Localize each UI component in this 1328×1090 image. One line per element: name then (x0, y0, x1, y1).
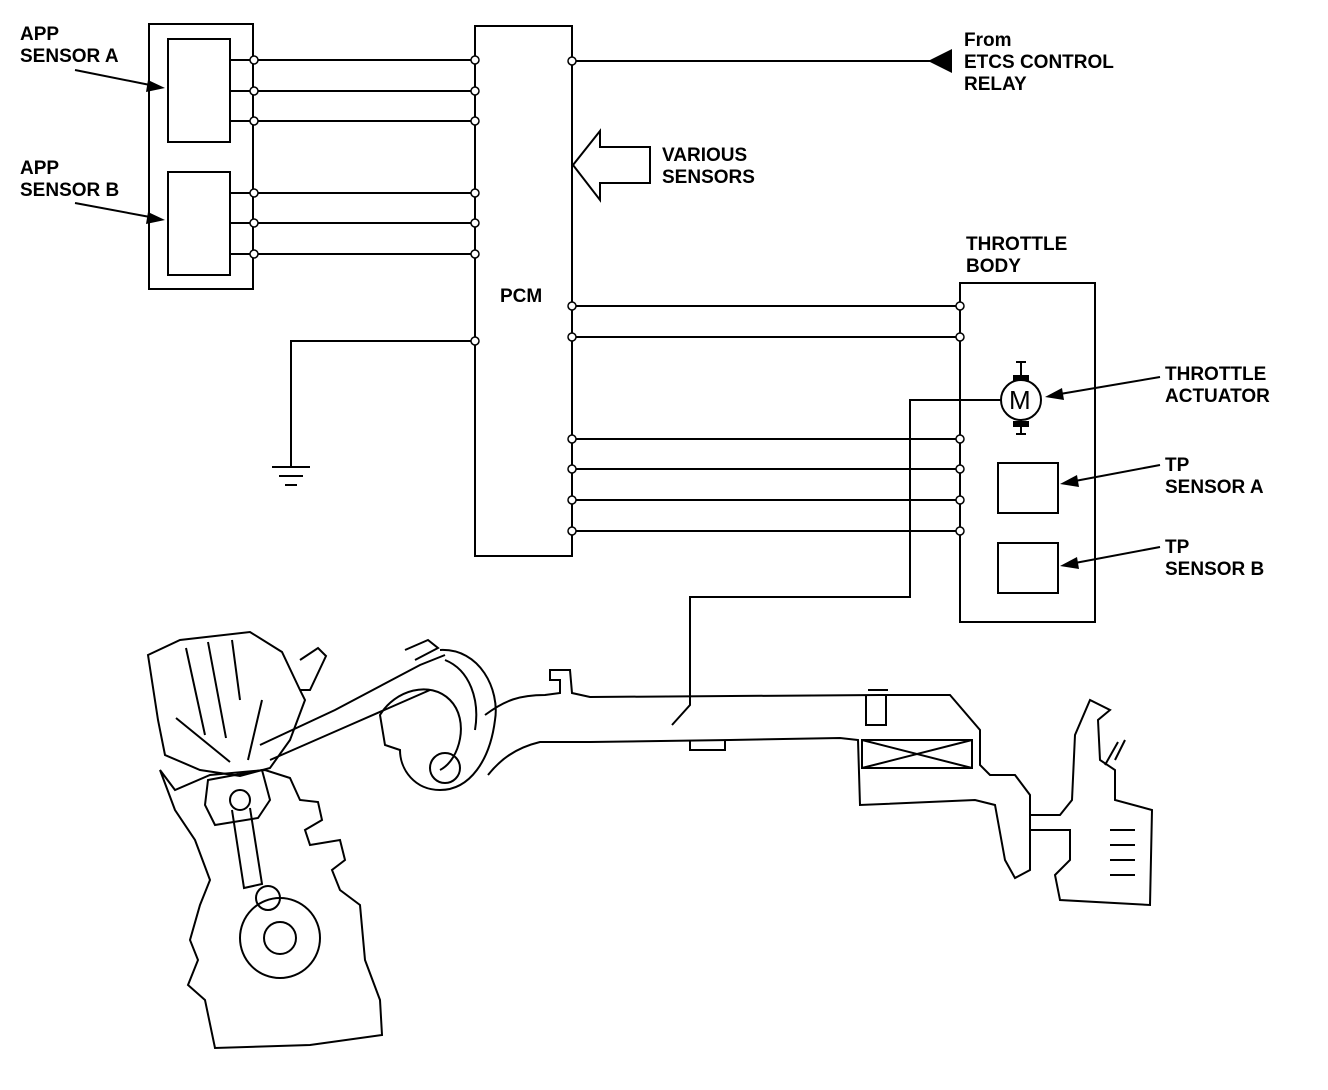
app-sensor-assembly (148, 23, 254, 290)
app-to-pcm-wires (230, 59, 475, 255)
engine-intake-illustration (146, 630, 1154, 1050)
app-sensor-b-label: APP SENSOR B (20, 158, 120, 201)
tp-sensor-a-label: TP SENSOR A (1165, 455, 1264, 498)
air-cleaner (861, 739, 973, 769)
throttle-body (959, 282, 1096, 623)
app-connector-dots (249, 55, 480, 259)
throttle-actuator-label: THROTTLE ACTUATOR (1165, 364, 1270, 407)
app-sensor-a-box (167, 38, 231, 143)
various-sensors-arrow-icon (571, 128, 651, 203)
app-sensor-a-label: APP SENSOR A (20, 24, 119, 67)
app-sensor-b-box (167, 171, 231, 276)
cylinder-head (146, 630, 307, 778)
tp-sensor-a-box (997, 462, 1059, 514)
motor-symbol-label: M (1009, 385, 1031, 415)
connecting-rod (231, 807, 264, 890)
various-sensors-label: VARIOUS SENSORS (662, 145, 755, 188)
ground-symbol (272, 336, 480, 486)
pcm-label: PCM (500, 286, 543, 307)
callout-arrows (74, 69, 1161, 569)
tp-sensor-b-label: TP SENSOR B (1165, 537, 1265, 580)
engine-block (159, 768, 384, 1050)
resonator (1030, 698, 1154, 907)
piston (203, 768, 272, 827)
throttle-location-leader (671, 399, 1001, 726)
pcm-box (474, 25, 573, 557)
tp-sensor-b-box (997, 542, 1059, 594)
from-relay-label: From ETCS CONTROL RELAY (964, 30, 1114, 95)
pcm-to-throttle-wires (572, 305, 960, 532)
throttle-body-label: THROTTLE BODY (966, 234, 1068, 277)
throttle-connector-dots (567, 301, 965, 536)
relay-wire (567, 49, 952, 73)
intake-plenum (378, 648, 497, 792)
crankshaft (239, 897, 321, 979)
relay-arrow-icon (928, 49, 952, 73)
intake-runner (259, 654, 446, 761)
intake-pipe (484, 669, 1031, 880)
